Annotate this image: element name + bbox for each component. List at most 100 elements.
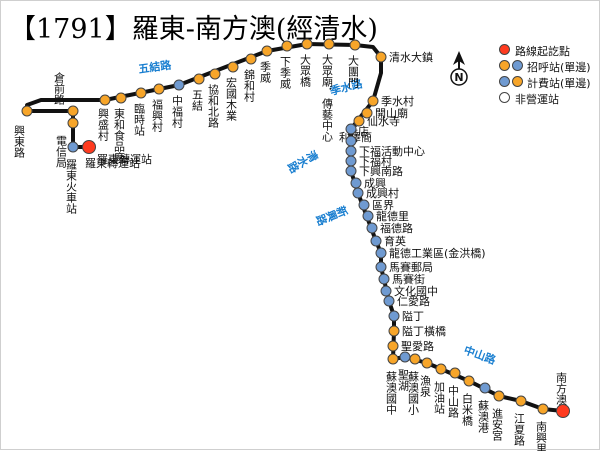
stop-label: 興盛村	[97, 108, 110, 141]
north-arrow-icon: N	[450, 51, 468, 86]
stop-marker	[21, 105, 33, 117]
stop-label: 季威	[259, 61, 272, 84]
stop-label: 羅東轉運站	[97, 152, 152, 166]
stop-label: 福德路	[380, 221, 413, 235]
stop-marker	[375, 247, 387, 259]
legend-terminal-label: 路線起訖點	[515, 45, 570, 58]
terminal-label: 羅東轉運站	[85, 156, 140, 170]
stop-marker	[350, 177, 362, 189]
stop-label: 羅東火車站	[65, 159, 78, 215]
stop-label: 季水村	[381, 94, 414, 108]
stop-label: 錦和村	[243, 68, 256, 102]
stop-marker	[345, 145, 357, 157]
stop-marker	[352, 187, 364, 199]
stop-label: 五結	[191, 89, 204, 112]
stop-marker	[380, 285, 392, 297]
stop-marker	[493, 390, 505, 402]
stop-marker	[537, 403, 549, 415]
stop-marker	[421, 357, 433, 369]
stop-marker	[345, 123, 357, 135]
stop-marker	[479, 382, 491, 394]
stop-label: 區界	[372, 199, 394, 212]
stop-label: 大團門	[347, 54, 360, 89]
stop-marker	[449, 367, 461, 379]
stop-marker	[227, 61, 239, 73]
stop-marker	[245, 53, 257, 65]
stop-label: 電信局	[55, 135, 68, 169]
stop-marker	[323, 38, 335, 50]
stop-label: 龍德工業區(金洪橋)	[389, 246, 486, 260]
stop-marker	[435, 363, 447, 375]
road-label: 五結路	[137, 57, 173, 76]
fare-stop-dot-icon	[512, 60, 523, 71]
stop-marker	[353, 115, 365, 127]
stop-label: 隘丁	[402, 309, 424, 323]
stop-marker	[387, 353, 399, 365]
route-title: 【1791】羅東-南方澳(經清水)	[9, 14, 378, 45]
stop-label: 仙水寺	[367, 115, 400, 128]
stop-marker	[349, 39, 361, 51]
stop-label: 大眾橋	[299, 53, 312, 88]
stop-marker	[67, 141, 79, 153]
stop-label: 蘇澳國中	[385, 371, 398, 415]
stop-label: 蘇澳國小	[407, 371, 420, 416]
stop-marker	[361, 107, 373, 119]
stop-marker	[370, 235, 382, 247]
stop-marker	[358, 199, 370, 211]
stop-marker	[515, 395, 527, 407]
stop-marker	[67, 105, 79, 117]
stop-label: 江夏路	[513, 413, 526, 447]
stop-label: 開山廟	[375, 106, 408, 120]
stop-marker	[261, 45, 273, 57]
stop-label: 馬賽街	[392, 272, 425, 286]
stop-marker	[345, 165, 357, 177]
legend: 路線起訖點 招呼站(單邊) 計費站(單邊) 非營運站	[497, 43, 597, 107]
stop-marker	[301, 38, 313, 50]
stop-label: 下福村	[359, 154, 392, 168]
stop-marker	[388, 310, 400, 322]
stop-marker	[387, 340, 399, 352]
stop-marker	[115, 92, 127, 104]
stop-marker	[362, 210, 374, 222]
call-stop-dot-icon	[512, 76, 523, 87]
stop-label: 白米橋	[461, 392, 474, 427]
legend-terminal: 路線起訖點	[497, 43, 597, 59]
road-label: 中山路	[462, 343, 499, 368]
stop-label: 下福活動中心	[359, 144, 425, 158]
stop-label: 馬賽郵局	[389, 260, 433, 274]
stop-label: 成興	[364, 177, 386, 190]
stop-label: 龍德里	[376, 209, 409, 223]
legend-non-service: 非營運站	[497, 91, 597, 107]
stop-marker	[99, 94, 111, 106]
road-label: 清水路	[285, 147, 322, 176]
north-label: N	[454, 71, 463, 84]
stop-marker	[153, 83, 165, 95]
stop-marker	[378, 273, 390, 285]
stop-marker	[383, 295, 395, 307]
call-stop-dot-icon	[499, 60, 510, 71]
road-label: 新興路	[313, 202, 350, 227]
stop-label: 聖湖	[397, 369, 410, 392]
stop-label: 加油站	[433, 381, 446, 415]
stop-marker	[366, 222, 378, 234]
stop-marker	[173, 79, 185, 91]
stop-label: 清水大鎮	[389, 50, 433, 64]
legend-fare-stop: 計費站(單邊)	[497, 75, 597, 91]
legend-call-stop: 招呼站(單邊)	[497, 59, 597, 75]
stop-label: 中山路	[447, 385, 460, 419]
stop-label: 協和北路	[207, 84, 220, 129]
legend-fare-stop-label: 計費站(單邊)	[527, 77, 591, 90]
stop-label: 下季威	[279, 56, 292, 90]
stop-label: 南興里	[535, 421, 548, 451]
terminal-dot-icon	[499, 44, 510, 55]
stop-marker	[209, 68, 221, 80]
stop-label: 隘丁橫橋	[402, 324, 446, 338]
stop-marker	[367, 95, 379, 107]
non-service-dot-icon	[499, 92, 510, 103]
stop-marker	[399, 351, 411, 363]
stop-label: 育英	[384, 234, 406, 248]
stop-label: 福興村	[151, 98, 164, 132]
stop-marker	[409, 353, 421, 365]
